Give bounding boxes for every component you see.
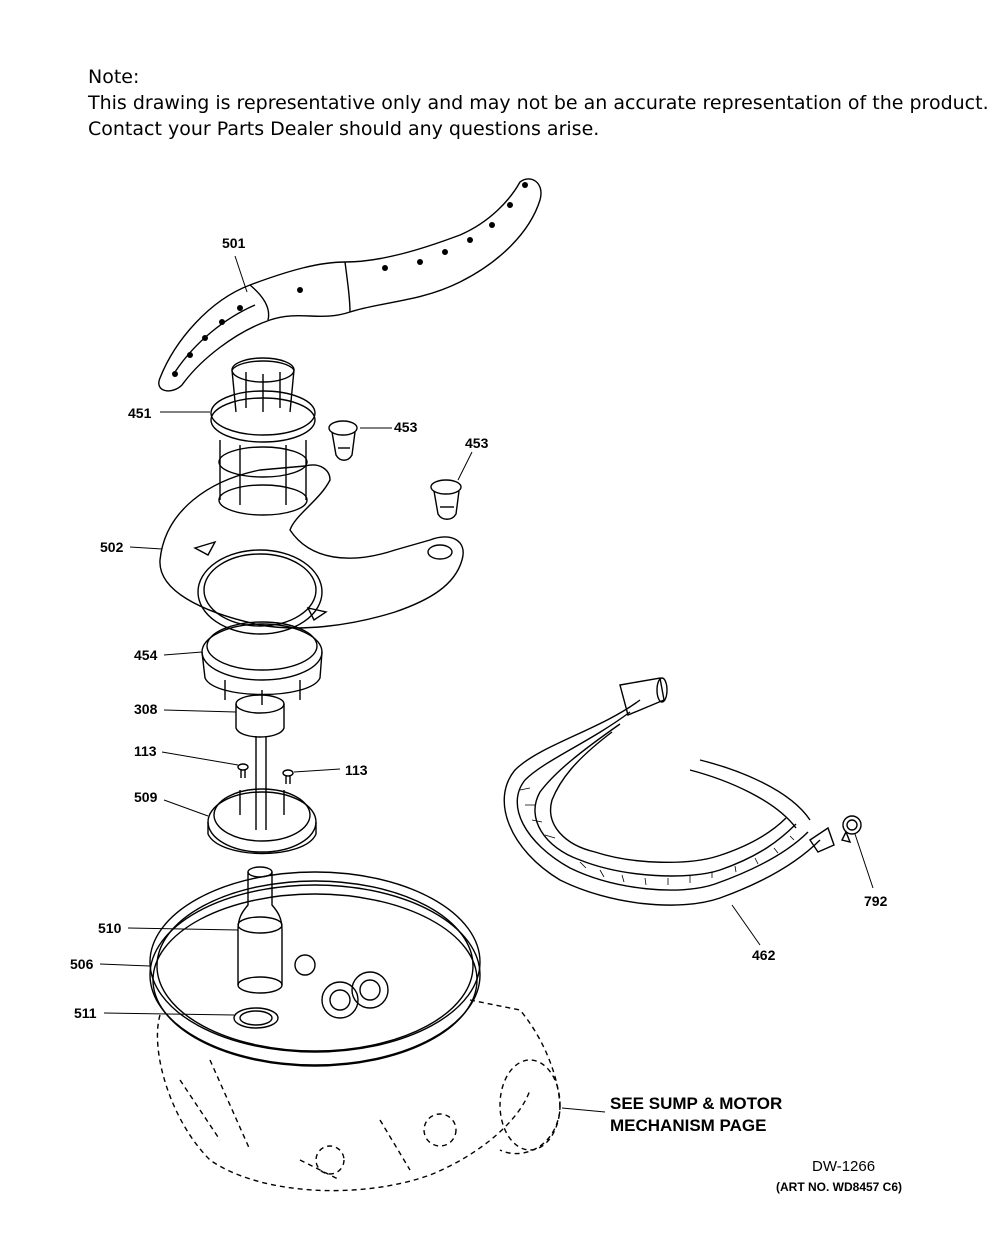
see-reference-line-1: SEE SUMP & MOTOR xyxy=(610,1094,783,1113)
plug-453-a xyxy=(328,420,358,461)
callout-462: 462 xyxy=(752,947,776,963)
callout-501: 501 xyxy=(222,235,246,251)
callout-509: 509 xyxy=(134,789,158,805)
spray-arm-501 xyxy=(158,178,542,392)
see-reference-line-2: MECHANISM PAGE xyxy=(610,1116,767,1135)
callout-113-b: 113 xyxy=(345,762,368,778)
callout-511: 511 xyxy=(74,1005,97,1021)
callout-453-a: 453 xyxy=(394,419,418,435)
screw-113-b xyxy=(282,769,294,784)
hub-308 xyxy=(235,694,285,830)
collar-509 xyxy=(207,788,317,855)
callout-113-a: 113 xyxy=(134,743,157,759)
callout-451: 451 xyxy=(128,405,152,421)
callout-506: 506 xyxy=(70,956,94,972)
note-line-2: Contact your Parts Dealer should any que… xyxy=(88,118,600,140)
note-heading: Note: xyxy=(88,66,140,88)
deflector-502 xyxy=(159,464,464,635)
note-line-1: This drawing is representative only and … xyxy=(88,92,989,114)
art-number: (ART NO. WD8457 C6) xyxy=(776,1180,903,1194)
sump-outline xyxy=(156,999,561,1192)
drawing-id: DW-1266 xyxy=(812,1158,876,1175)
see-reference: SEE SUMP & MOTOR MECHANISM PAGE xyxy=(610,1093,782,1137)
callout-792: 792 xyxy=(864,893,888,909)
clamp-792 xyxy=(840,815,862,844)
note-block: Note: This drawing is representative onl… xyxy=(88,64,989,142)
callout-308: 308 xyxy=(134,701,158,717)
callout-453-b: 453 xyxy=(465,435,489,451)
drain-hose-462 xyxy=(503,677,835,906)
o-ring-511 xyxy=(233,1007,279,1029)
screw-113-a xyxy=(237,763,249,778)
callout-454: 454 xyxy=(134,647,158,663)
callout-502: 502 xyxy=(100,539,124,555)
plug-453-b xyxy=(430,479,462,520)
gasket-506 xyxy=(149,871,481,1067)
callout-510: 510 xyxy=(98,920,122,936)
leader-lines xyxy=(99,255,874,1113)
manifold-451 xyxy=(210,357,316,516)
